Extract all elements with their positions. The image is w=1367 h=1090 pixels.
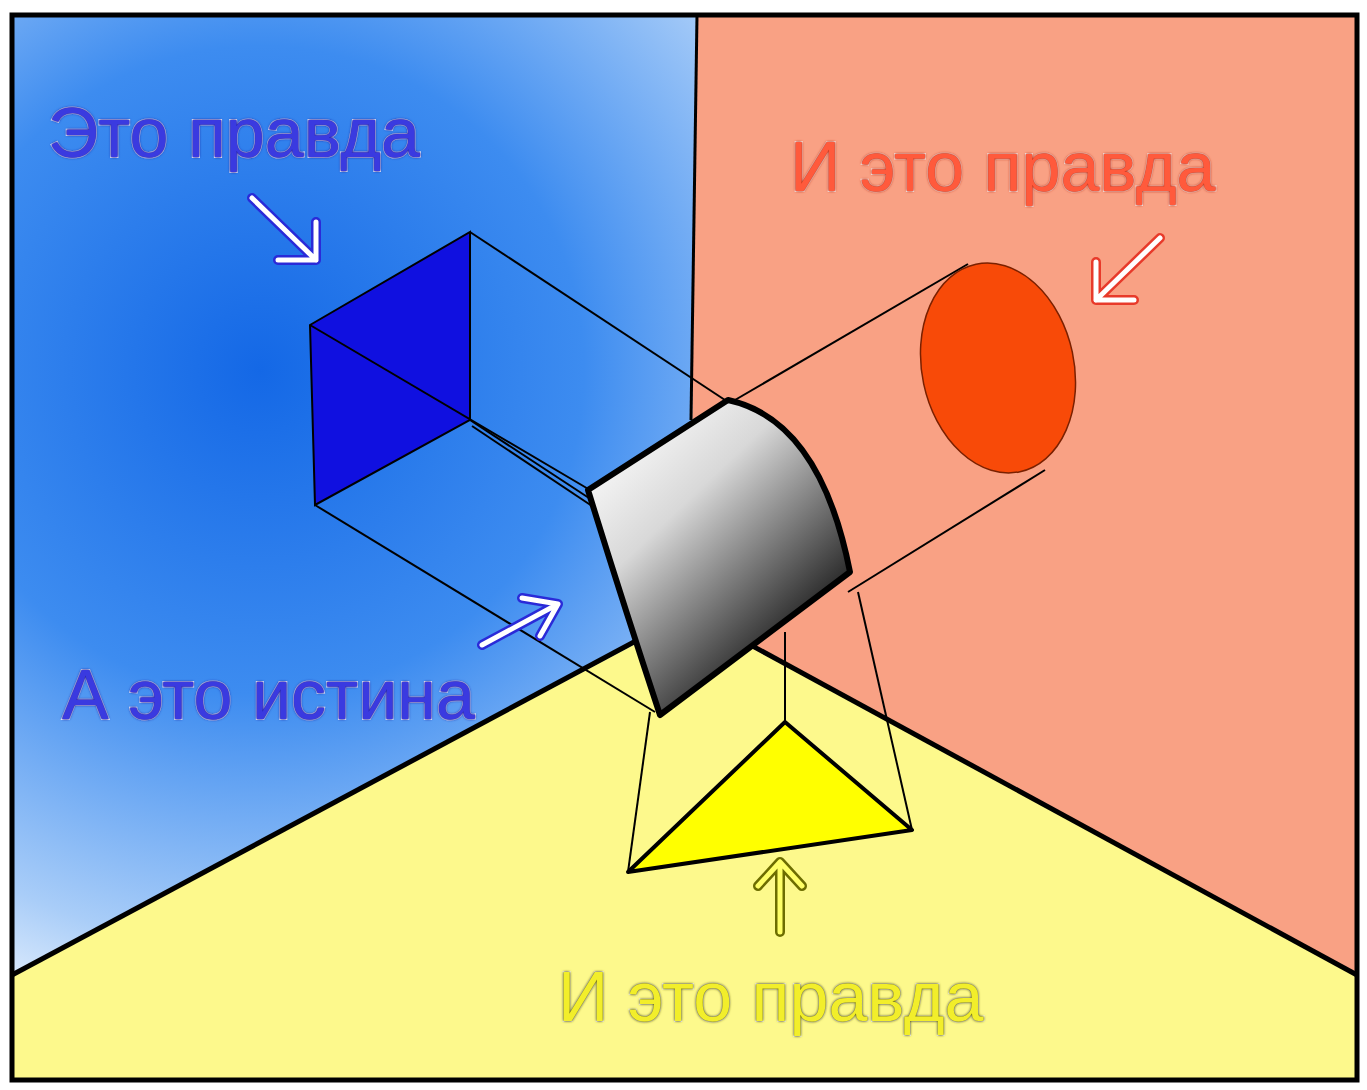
circle-caption: И это правда <box>790 132 1216 202</box>
triangle-projection <box>628 722 912 872</box>
object-caption: А это истина <box>62 660 475 730</box>
frame <box>12 15 1357 1080</box>
callout-arrows <box>252 198 1160 932</box>
square-caption: Это правда <box>48 98 420 168</box>
triangle-caption: И это правда <box>558 962 984 1032</box>
object <box>588 400 850 715</box>
circle-projection <box>902 249 1095 488</box>
square-projection <box>310 232 470 505</box>
